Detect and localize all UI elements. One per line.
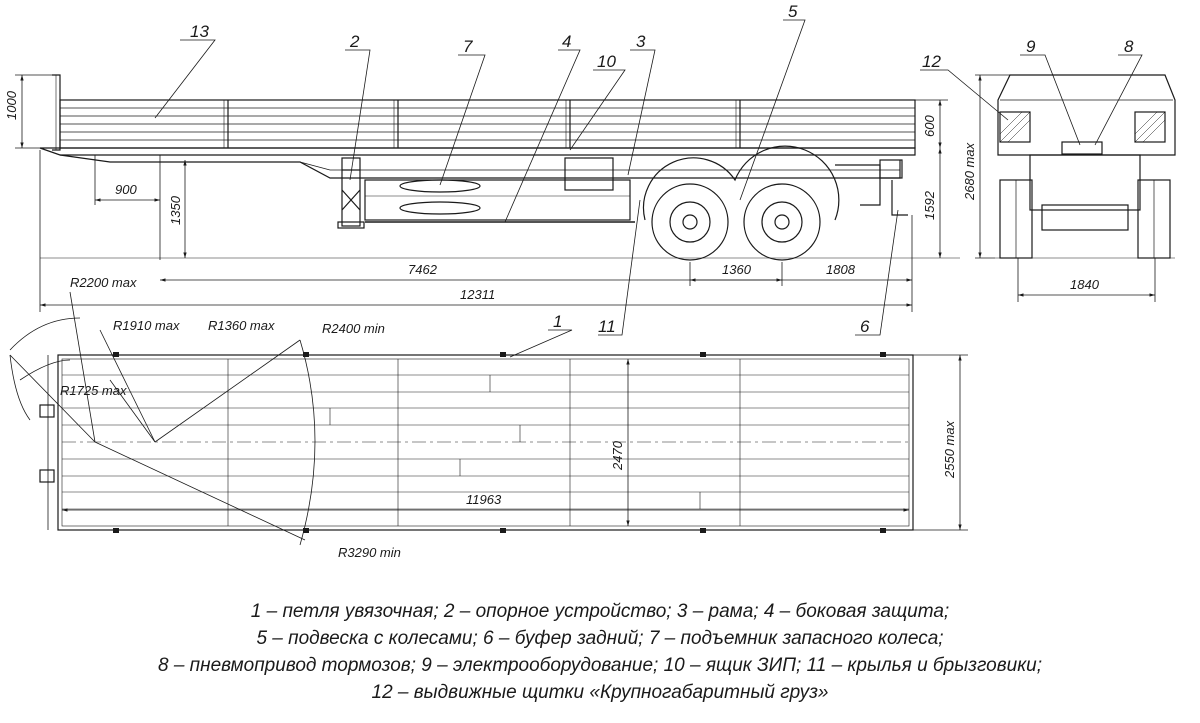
callout-7: 7 xyxy=(463,37,473,56)
callout-9: 9 xyxy=(1026,37,1036,56)
top-dimensions xyxy=(61,354,968,531)
callout-6: 6 xyxy=(860,317,870,336)
legend-line-4: 12 – выдвижные щитки «Крупногабаритный г… xyxy=(371,682,829,703)
callout-3: 3 xyxy=(636,32,646,51)
side-dimensions xyxy=(15,74,948,312)
rear-dimensions xyxy=(975,74,1156,302)
side-view xyxy=(39,74,960,261)
dim-1592: 1592 xyxy=(922,190,937,220)
callout-12: 12 xyxy=(922,52,941,71)
legend: 1 – петля увязочная; 2 – опорное устройс… xyxy=(0,598,1200,706)
landing-gear xyxy=(337,157,365,229)
dim-11963: 11963 xyxy=(466,492,502,507)
callout-1: 1 xyxy=(553,312,562,331)
callout-8: 8 xyxy=(1124,37,1134,56)
legend-line-3: 8 – пневмопривод тормозов; 9 – электрооб… xyxy=(157,655,1043,676)
dim-2550: 2550 max xyxy=(942,420,957,479)
wheel-2 xyxy=(743,183,821,261)
oversize-shield-left xyxy=(999,111,1031,143)
fender xyxy=(642,145,840,221)
radius-1910: R1910 max xyxy=(113,318,180,333)
spare-wheel-lift xyxy=(364,179,631,221)
legend-line-2: 5 – подвеска с колесами; 6 – буфер задни… xyxy=(256,628,944,649)
top-view xyxy=(9,291,914,546)
callout-5: 5 xyxy=(788,2,798,21)
callout-10: 10 xyxy=(597,52,616,71)
dim-600: 600 xyxy=(922,115,937,137)
dim-7462: 7462 xyxy=(408,262,438,277)
wheel-1 xyxy=(651,183,729,261)
radius-2200: R2200 max xyxy=(70,275,137,290)
dim-2470: 2470 xyxy=(610,440,625,471)
dim-1360: 1360 xyxy=(722,262,752,277)
radius-1360: R1360 max xyxy=(208,318,275,333)
radius-3290: R3290 min xyxy=(338,545,401,560)
legend-line-1: 1 – петля увязочная; 2 – опорное устройс… xyxy=(250,601,950,622)
turning-radii xyxy=(9,291,316,546)
dim-12311: 12311 xyxy=(460,287,495,302)
rear-bumper xyxy=(891,180,908,216)
radius-1725: R1725 max xyxy=(60,383,127,398)
tool-box xyxy=(564,157,614,191)
leader-lines xyxy=(154,19,1143,358)
callout-4: 4 xyxy=(562,32,571,51)
dim-1808: 1808 xyxy=(826,262,856,277)
callout-2: 2 xyxy=(349,32,360,51)
dim-1350: 1350 xyxy=(168,195,183,225)
rear-view xyxy=(995,74,1176,259)
dim-1000: 1000 xyxy=(4,90,19,120)
trailer-technical-drawing: 13 2 7 4 10 3 5 12 9 8 1 11 6 1000 600 9… xyxy=(4,2,1176,560)
lashing-rings xyxy=(113,352,886,533)
callout-13: 13 xyxy=(190,22,209,41)
oversize-shield-right xyxy=(1134,111,1166,143)
electrical-panel xyxy=(1061,141,1103,155)
dim-900: 900 xyxy=(115,182,137,197)
dim-1840: 1840 xyxy=(1070,277,1100,292)
dim-2680: 2680 max xyxy=(962,142,977,201)
callout-11: 11 xyxy=(598,317,616,336)
side-boards xyxy=(59,99,916,149)
radius-2400: R2400 min xyxy=(322,321,385,336)
